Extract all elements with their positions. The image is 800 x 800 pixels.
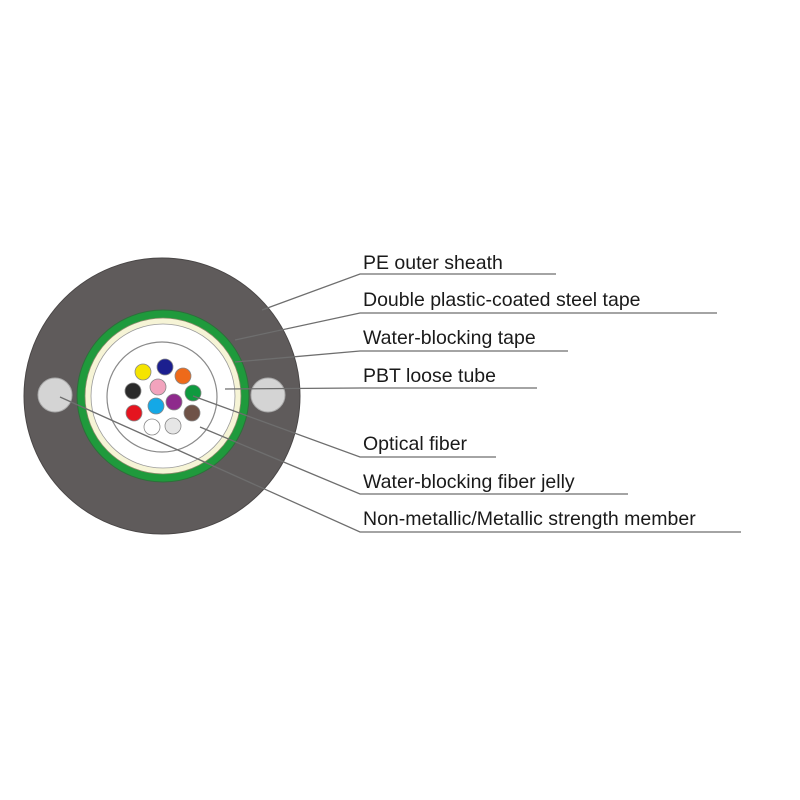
label-steel-tape: Double plastic-coated steel tape <box>363 289 641 311</box>
fiber-violet <box>165 393 183 411</box>
label-fiber-jelly: Water-blocking fiber jelly <box>363 471 575 493</box>
label-optical-fiber: Optical fiber <box>363 433 468 455</box>
fiber-white <box>143 418 161 436</box>
label-pe-outer-sheath: PE outer sheath <box>363 252 503 274</box>
leader-steel-tape <box>234 312 717 341</box>
cable-cross-section <box>23 257 301 535</box>
labels: PE outer sheath Double plastic-coated st… <box>363 252 696 530</box>
fiber-orange <box>174 367 192 385</box>
fiber-aqua <box>147 397 165 415</box>
leader-optical-fiber <box>192 395 496 458</box>
optical-fibers <box>124 358 202 436</box>
fiber-brown <box>183 404 201 422</box>
fiber-red <box>125 404 143 422</box>
pbt-loose-tube <box>106 341 218 453</box>
strength-member-left <box>37 377 73 413</box>
fiber-slate <box>164 417 182 435</box>
leader-water-tape <box>234 350 568 363</box>
leader-lines <box>59 273 741 533</box>
label-water-blocking-tape: Water-blocking tape <box>363 327 536 349</box>
leader-fiber-jelly <box>199 426 628 495</box>
leader-pbt-tube <box>224 387 537 390</box>
fiber-blue <box>156 358 174 376</box>
strength-member-right <box>250 377 286 413</box>
fiber-pink <box>149 378 167 396</box>
leader-strength-member <box>59 396 741 533</box>
label-pbt-loose-tube: PBT loose tube <box>363 365 496 387</box>
fiber-black <box>124 382 142 400</box>
leader-pe-sheath <box>261 273 556 311</box>
fiber-yellow <box>134 363 152 381</box>
label-strength-member: Non-metallic/Metallic strength member <box>363 508 696 530</box>
